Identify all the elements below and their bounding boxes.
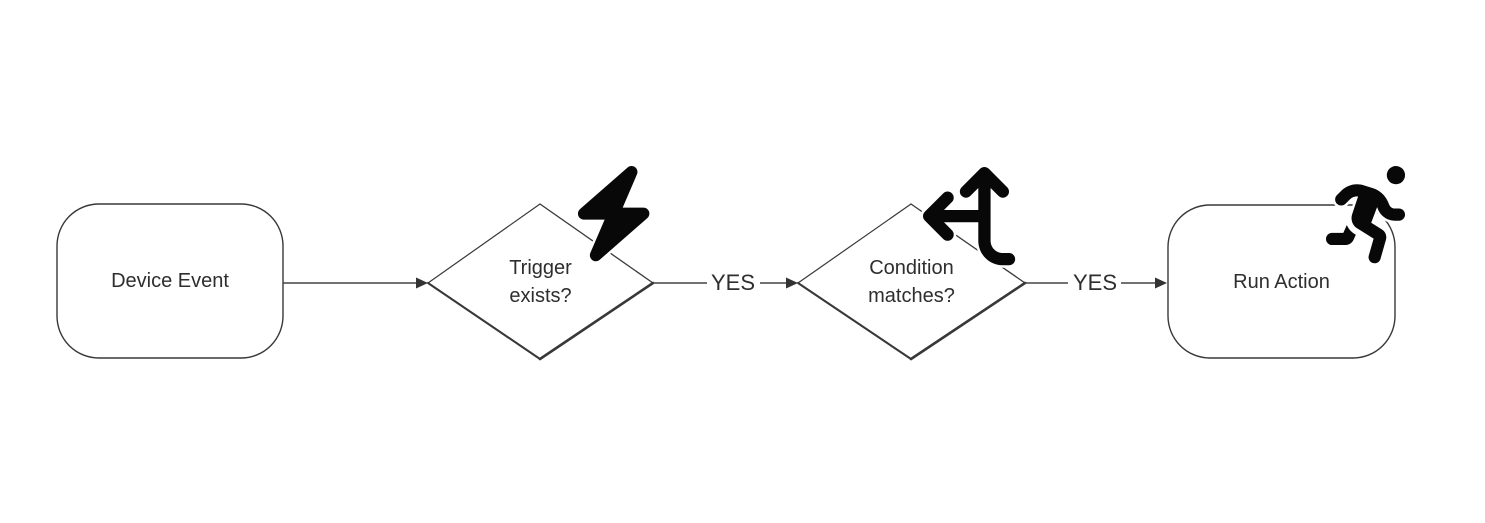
edge-device-to-trigger [283,277,428,289]
lightning-bolt-icon [575,163,652,264]
person-running-icon [1323,163,1408,266]
node-device-event [56,203,284,359]
arrowhead-icon [1155,277,1167,289]
arrowhead-icon [786,277,798,289]
arrowhead-icon [416,277,428,289]
edge-condition-to-run [1025,277,1167,289]
node-trigger-exists [426,203,655,361]
split-arrows-icon [920,164,1018,268]
edge-trigger-to-condition [653,277,798,289]
